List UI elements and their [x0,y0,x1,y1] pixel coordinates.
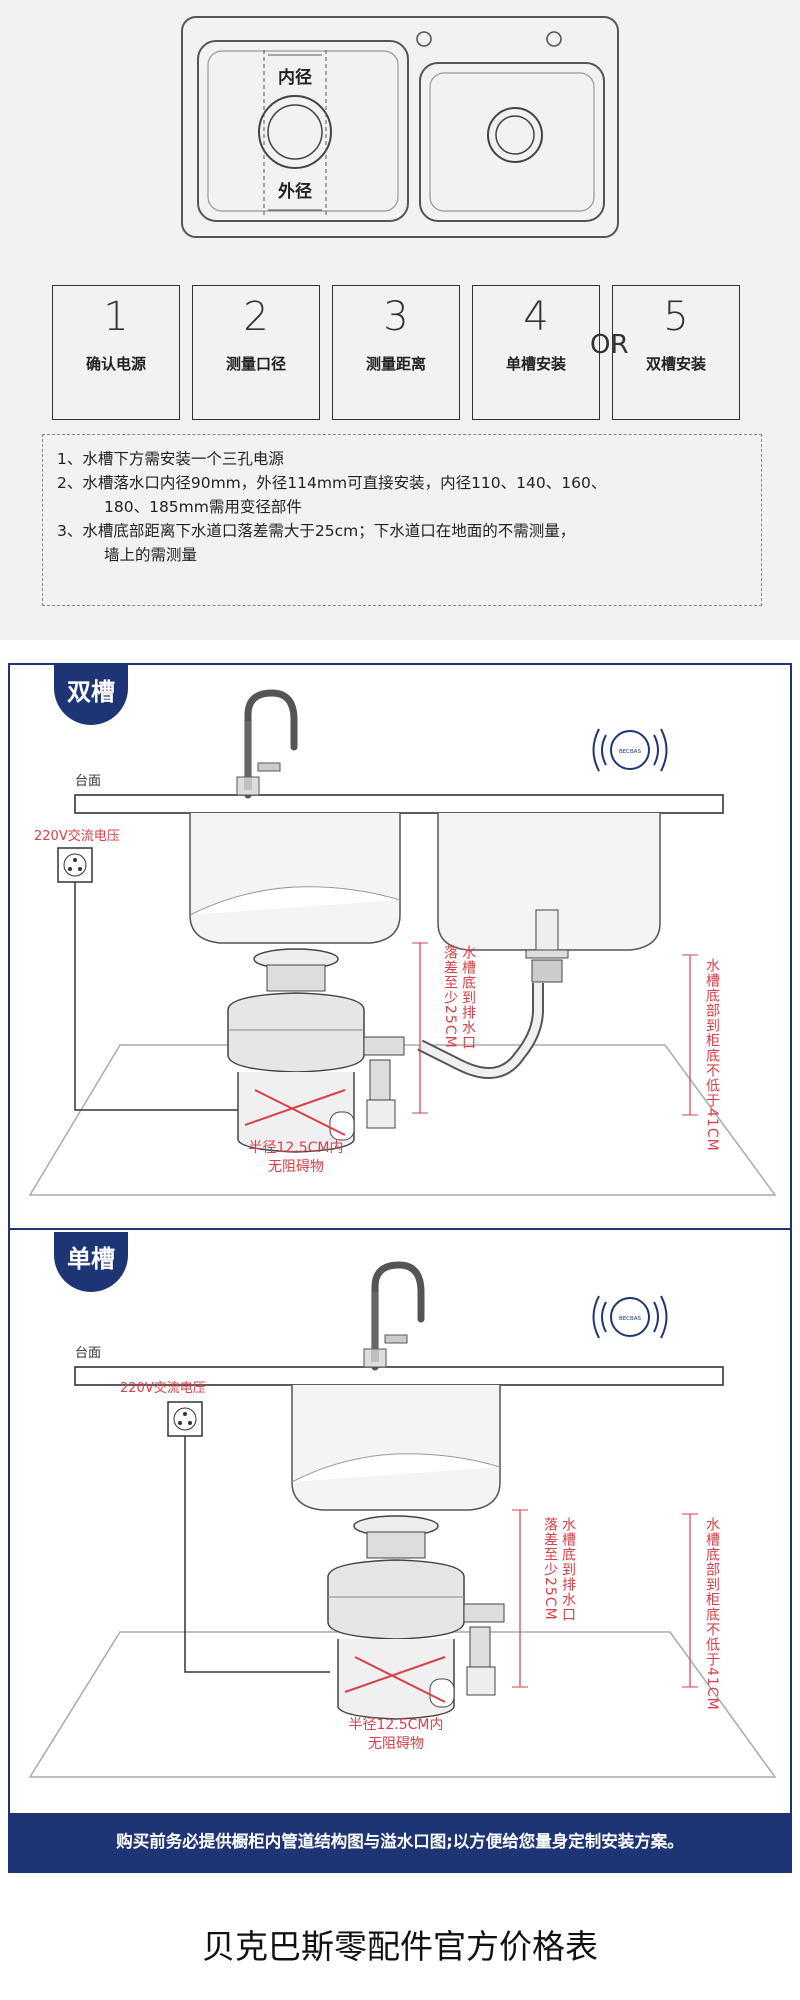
note-line: 墙上的需测量 [104,546,198,564]
cabinet-height-label: 水槽底部到柜底不低于41CM [704,1517,720,1711]
radius-label-2: 无阻碍物 [368,1736,424,1752]
drop-label-a: 水槽底到排水口 [560,1517,576,1622]
faucet-icon [363,1261,425,1371]
step-4: 4 单槽安装 [472,285,600,420]
double-sink-install-diagram: 台面 BECBAS 220V交流电压 [28,689,777,1196]
power-socket-icon [57,847,93,883]
single-sink-tag: 单槽 [54,1232,128,1292]
step-number: 3 [383,294,409,340]
voltage-label: 220V交流电压 [120,1380,206,1396]
step-label: 测量距离 [365,355,426,373]
drop-label-a: 水槽底到排水口 [460,945,476,1050]
power-socket-icon [167,1401,203,1437]
food-waste-disposer [227,948,365,1153]
note-line: 2、水槽落水口内径90mm，外径114mm可直接安装，内径110、140、160… [57,474,607,492]
countertop-label: 台面 [75,774,101,789]
note-line: 1、水槽下方需安装一个三孔电源 [57,450,284,468]
brand-label: BECBAS [619,1316,642,1322]
step-number: 1 [103,294,129,340]
step-2: 2 测量口径 [192,285,320,420]
cabinet-height-label: 水槽底部到柜底不低于41CM [704,958,720,1152]
inner-diameter-label: 内径 [278,67,312,88]
drop-label-b: 落差至少25CM [542,1517,558,1621]
price-list-heading: 贝克巴斯零配件官方价格表 [202,1927,598,1966]
or-separator: OR [590,330,629,360]
step-5: 5 双槽安装 [612,285,740,420]
sink-strainer [417,909,569,1079]
step-number: 5 [663,294,689,340]
food-waste-disposer [327,1515,465,1720]
notice-bar: 购买前务必提供橱柜内管道结构图与溢水口图;以方便给您量身定制安装方案。 [8,1813,792,1871]
step-label: 单槽安装 [505,355,566,373]
step-1: 1 确认电源 [52,285,180,420]
panel-divider [10,1228,790,1230]
install-notes: 1、水槽下方需安装一个三孔电源 2、水槽落水口内径90mm，外径114mm可直接… [42,434,762,606]
radius-label-1: 半径12.5CM内 [348,1717,443,1733]
faucet-icon [236,689,298,799]
step-number: 2 [243,294,269,340]
step-number: 4 [523,294,549,340]
voltage-label: 220V交流电压 [34,828,120,844]
step-label: 双槽安装 [645,355,706,373]
wireless-sensor-icon: BECBAS [592,728,668,772]
radius-label-2: 无阻碍物 [268,1159,324,1175]
install-steps: 1 确认电源 2 测量口径 3 测量距离 4 单槽安装 5 双槽安装 [52,285,752,420]
note-line: 3、水槽底部距离下水道口落差需大于25cm；下水道口在地面的不需测量， [57,522,576,540]
double-sink-tag: 双槽 [54,665,128,725]
top-section: 内径 外径 1 确认电源 2 测量口径 3 测量距离 4 单槽安装 5 双槽安装 [0,0,800,640]
install-diagram-frame [8,663,792,1873]
single-sink-install-diagram: 台面 BECBAS 220V交流电压 [28,1261,777,1778]
wireless-sensor-icon: BECBAS [592,1295,668,1339]
brand-label: BECBAS [619,749,642,755]
drop-label-b: 落差至少25CM [442,945,458,1049]
step-label: 确认电源 [85,355,146,373]
step-3: 3 测量距离 [332,285,460,420]
double-sink-diagram: 内径 外径 [181,16,619,238]
countertop-label: 台面 [75,1346,101,1361]
outer-diameter-label: 外径 [278,181,312,202]
step-label: 测量口径 [225,355,286,373]
note-line: 180、185mm需用变径部件 [104,498,302,516]
radius-label-1: 半径12.5CM内 [248,1140,343,1156]
